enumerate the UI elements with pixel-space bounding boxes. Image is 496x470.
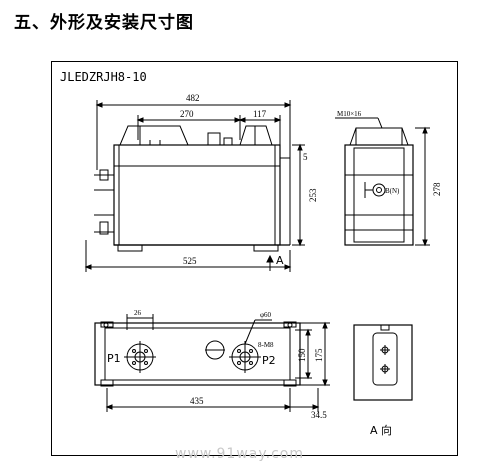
view-a-label: A 向 [370, 423, 392, 437]
dim-435: 435 [190, 396, 204, 406]
arrow-label-a: A [276, 254, 284, 267]
dim-253: 253 [308, 188, 318, 202]
terminal-label: B(N) [385, 187, 400, 195]
dim-270: 270 [180, 109, 194, 119]
dim-phi60: φ60 [260, 311, 272, 319]
dim-length: 525 [183, 256, 197, 266]
side-view [335, 117, 430, 247]
dim-26: 26 [134, 309, 142, 317]
view-a [353, 324, 413, 401]
bolt-label: M10×16 [337, 110, 362, 118]
label-p2: P2 [262, 354, 276, 367]
dim-117: 117 [253, 109, 267, 119]
dim-34-5: 34.5 [311, 410, 327, 420]
model-number: JLEDZRJH8-10 [60, 70, 147, 84]
dim-overall-width: 482 [186, 93, 200, 103]
dim-175: 175 [314, 348, 324, 362]
front-view [84, 100, 305, 272]
dim-8m8: 8-M8 [258, 341, 274, 349]
section-heading: 五、外形及安装尺寸图 [14, 13, 194, 33]
drawing-frame [51, 61, 458, 456]
dim-278: 278 [432, 182, 442, 196]
dim-5: 5 [303, 152, 308, 162]
watermark: www.91way.com [175, 446, 304, 462]
plan-view [94, 314, 330, 412]
label-p1: P1 [107, 352, 121, 365]
dim-150: 150 [297, 348, 307, 362]
